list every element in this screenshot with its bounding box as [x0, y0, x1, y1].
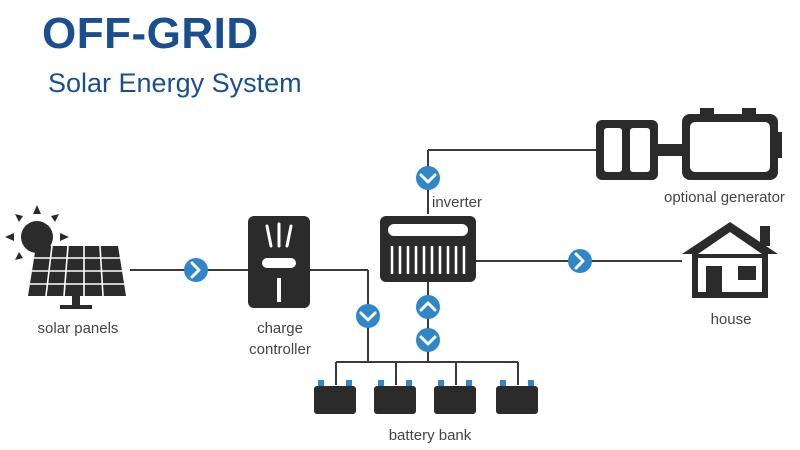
generator-icon [596, 108, 782, 180]
page-subtitle: Solar Energy System [48, 68, 302, 98]
page-title: OFF-GRID [42, 9, 259, 58]
label-charge-controller-line1: charge [257, 320, 303, 337]
label-optional-generator: optional generator [664, 189, 785, 206]
chevron-down-icon [356, 304, 380, 328]
chevron-right-icon [184, 258, 208, 282]
battery-icon [496, 380, 538, 414]
battery-icon [434, 380, 476, 414]
label-solar-panels: solar panels [37, 320, 119, 337]
chevron-right-icon [568, 249, 592, 273]
inverter-icon [380, 216, 476, 282]
label-battery-bank: battery bank [388, 427, 472, 444]
house-icon [682, 222, 778, 298]
solar-panel-icon [28, 245, 126, 309]
label-house: house [710, 311, 752, 328]
label-inverter: inverter [432, 194, 483, 211]
chevron-down-icon [416, 328, 440, 352]
chevron-up-icon [416, 295, 440, 319]
sun-icon [5, 205, 69, 260]
battery-icon [374, 380, 416, 414]
label-charge-controller-line2: controller [249, 341, 311, 358]
charge-controller-icon [248, 216, 310, 308]
battery-icon [314, 380, 356, 414]
chevron-down-icon [416, 166, 440, 190]
